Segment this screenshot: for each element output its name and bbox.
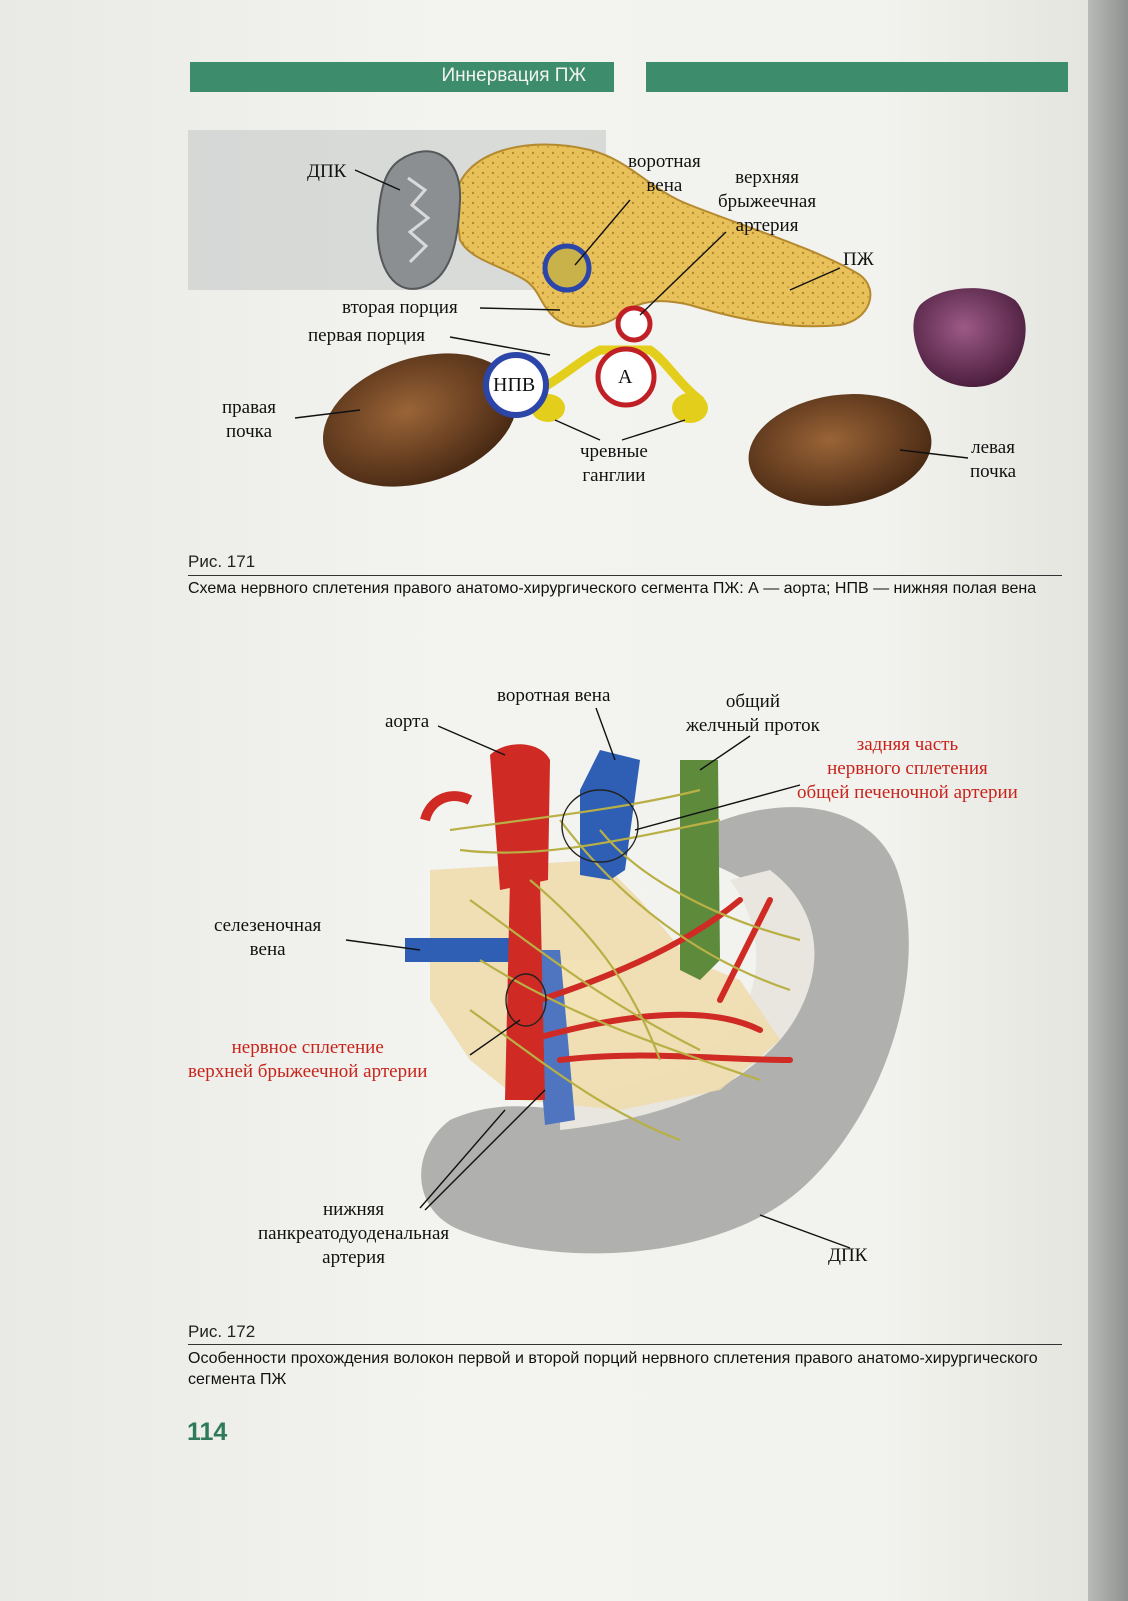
label-common-bile-duct: общий желчный проток (686, 691, 820, 736)
label-dpk-171: ДПК (307, 161, 347, 182)
figure-172-rule (188, 1344, 1062, 1345)
figure-172-illustration (345, 707, 909, 1254)
figure-171-rule (188, 575, 1062, 576)
label-sma-171: верхняя брыжеечная артерия (718, 167, 817, 236)
spleen-shape (913, 288, 1026, 388)
book-page: Иннервация ПЖ (0, 0, 1100, 1601)
label-aorta-a: А (618, 366, 633, 388)
label-splenic-vein: селезеночная вена (214, 915, 322, 960)
label-left-kidney: левая почка (970, 437, 1017, 482)
label-npv: НПВ (493, 374, 536, 396)
left-kidney-shape (748, 394, 932, 506)
splenic-vein (405, 938, 525, 962)
duodenum-shape (376, 150, 462, 290)
label-pzh-171: ПЖ (843, 249, 874, 270)
figure-171-number: Рис. 171 (188, 552, 256, 571)
figure-172-number: Рис. 172 (188, 1322, 256, 1341)
duodenum-loop (421, 807, 909, 1254)
label-portal-vein-171: воротная вена (628, 151, 701, 196)
label-right-kidney: правая почка (222, 397, 276, 442)
page-number: 114 (187, 1418, 228, 1446)
label-posterior-plexus: задняя часть нервного сплетения общей пе… (797, 734, 1018, 803)
label-second-portion: вторая порция (342, 297, 458, 318)
label-aorta-172: аорта (385, 711, 430, 732)
section-title: Иннервация ПЖ (441, 65, 587, 86)
label-portal-vein-172: воротная вена (497, 685, 611, 706)
right-kidney-shape (322, 353, 518, 487)
figure-171-illustration (294, 143, 1026, 506)
label-ipda: нижняя панкреатодуоденальная артерия (258, 1199, 450, 1268)
label-sma-plexus: нервное сплетение верхней брыжеечной арт… (188, 1037, 428, 1082)
header-band-left: Иннервация ПЖ (190, 62, 614, 92)
label-dpk-172: ДПК (828, 1245, 868, 1266)
label-celiac-ganglia: чревные ганглии (580, 441, 648, 486)
header-band-right (646, 62, 1068, 92)
label-first-portion: первая порция (308, 325, 425, 346)
book-spine-shadow (1088, 0, 1128, 1601)
figure-172-caption: Особенности прохождения волокон первой и… (188, 1350, 1038, 1388)
figure-171-caption: Схема нервного сплетения правого анатомо… (188, 580, 1037, 597)
